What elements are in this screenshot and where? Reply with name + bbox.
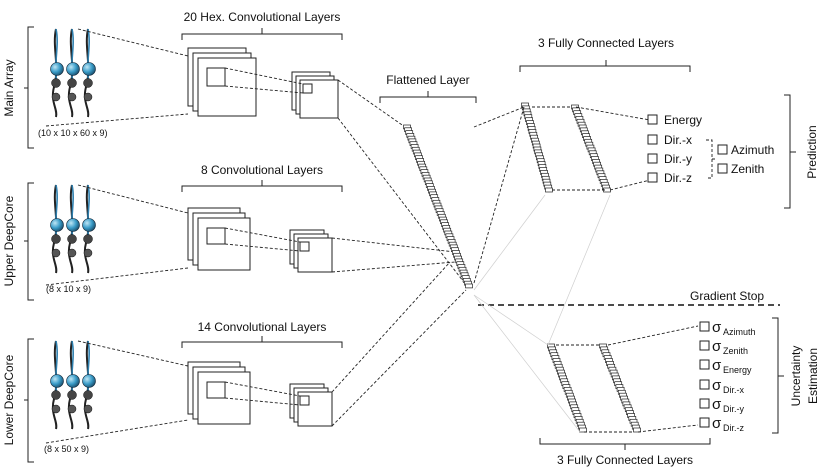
input-shape-lower: (8 x 50 x 9) xyxy=(44,444,89,454)
neuron-cell xyxy=(465,283,473,289)
sigma-symbol: σ xyxy=(712,377,722,394)
sigma-symbol: σ xyxy=(712,357,722,374)
prediction-label: Prediction xyxy=(805,125,819,178)
uncertainty-outputs: σ Azimuth σ Zenith σ Energy σ Dir.-x σ D… xyxy=(699,319,756,433)
sigma-symbol: σ xyxy=(712,319,722,336)
fc-bottom-label: 3 Fully Connected Layers xyxy=(557,453,693,467)
fc-top-layer-2 xyxy=(571,104,611,193)
prediction-bracket xyxy=(784,94,796,209)
neuron-cell xyxy=(579,427,587,433)
sigma-label: Dir.-x xyxy=(723,385,744,395)
conv-bracket-lower xyxy=(181,336,343,348)
conv-connect-upper xyxy=(224,227,456,273)
output-checkbox xyxy=(647,172,658,183)
input-shape-upper: (8 x 10 x 9) xyxy=(46,284,91,294)
output-checkbox xyxy=(647,134,658,145)
sigma-label: Energy xyxy=(723,365,752,375)
uncertainty-label-1: Uncertainty xyxy=(789,346,803,407)
output-label: Dir.-z xyxy=(664,171,692,185)
conv-stack-upper-2 xyxy=(289,229,333,273)
sigma-label: Dir.-z xyxy=(723,423,744,433)
flattened-label: Flattened Layer xyxy=(386,73,469,87)
conv-stack-main-1 xyxy=(187,47,257,117)
conv-stack-lower-1 xyxy=(187,361,251,425)
uncertainty-label-2: Estimation xyxy=(806,348,820,404)
conv-connect-main xyxy=(224,67,467,286)
conv-connect-lower xyxy=(224,261,467,427)
output-label: Dir.-y xyxy=(664,152,692,166)
sigma-label: Zenith xyxy=(723,346,748,356)
output-label: Dir.-x xyxy=(664,133,692,147)
uncertainty-bracket xyxy=(772,317,784,434)
angle-checkbox xyxy=(717,144,728,155)
input-shape-main: (10 x 10 x 60 x 9) xyxy=(38,128,108,138)
sigma-label: Azimuth xyxy=(723,327,756,337)
fc-bottom-connections xyxy=(473,194,699,433)
sigma-label: Dir.-y xyxy=(723,404,744,414)
conv-title-upper: 8 Convolutional Layers xyxy=(201,163,323,177)
prediction-outputs: Energy Dir.-x Dir.-y Dir.-z Azimuth Zeni… xyxy=(647,113,774,185)
output-label: Energy xyxy=(664,113,702,127)
conv-stack-main-2 xyxy=(291,71,339,119)
conv-title-main: 20 Hex. Convolutional Layers xyxy=(184,10,341,24)
fc-top-bracket xyxy=(519,60,691,72)
branch-name-main: Main Array xyxy=(2,59,16,116)
conv-bracket-main xyxy=(181,28,343,40)
conv-stack-upper-1 xyxy=(187,207,251,271)
output-checkbox xyxy=(647,114,658,125)
branch-name-lower: Lower DeepCore xyxy=(2,354,16,445)
conv-stack-lower-2 xyxy=(289,383,333,427)
fc-top-layer-1 xyxy=(521,102,553,193)
flattened-layer xyxy=(403,124,473,289)
detector-strings-icon xyxy=(49,184,97,274)
branch-brackets xyxy=(24,26,34,463)
detector-strings-icon xyxy=(49,340,97,430)
angle-checkbox xyxy=(717,163,728,174)
fc-bottom-bracket xyxy=(539,438,711,450)
sigma-symbol: σ xyxy=(712,338,722,355)
branch-name-upper: Upper DeepCore xyxy=(2,195,16,286)
sigma-symbol: σ xyxy=(712,415,722,432)
fc-top-label: 3 Fully Connected Layers xyxy=(538,36,674,50)
angle-label: Zenith xyxy=(731,162,764,176)
angle-label: Azimuth xyxy=(731,143,774,157)
gradient-stop-label: Gradient Stop xyxy=(690,289,764,303)
detector-strings-icon xyxy=(49,28,97,118)
output-checkbox xyxy=(647,153,658,164)
input-projection-lines xyxy=(45,28,189,444)
neuron-cell xyxy=(633,427,641,433)
conv-bracket-upper xyxy=(181,180,343,192)
sigma-symbol: σ xyxy=(712,396,722,413)
fc-top-connections xyxy=(473,106,651,291)
fc-bottom-layer-2 xyxy=(599,343,641,433)
neuron-cell xyxy=(545,187,553,193)
flattened-bracket xyxy=(379,91,477,103)
conv-title-lower: 14 Convolutional Layers xyxy=(198,320,327,334)
fc-bottom-layer-1 xyxy=(547,343,587,433)
